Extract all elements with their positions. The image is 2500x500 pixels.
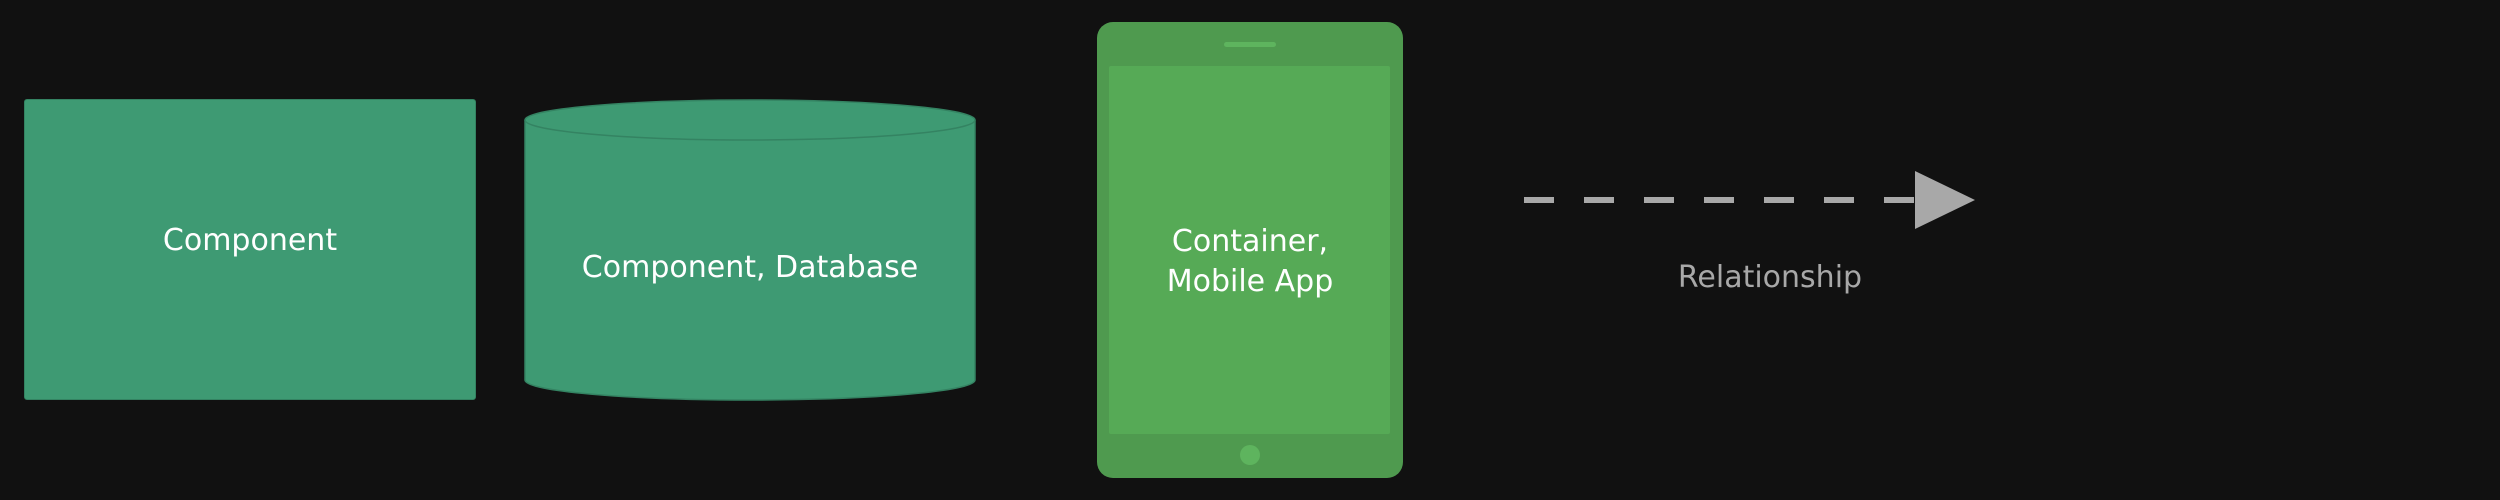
relationship-label: Relationship xyxy=(1677,260,1863,295)
mobile-app-shape[interactable]: Container, Mobile App xyxy=(1097,22,1403,478)
mobile-app-label: Container, Mobile App xyxy=(1097,222,1403,302)
database-shape[interactable]: Component, Database xyxy=(524,98,976,402)
component-shape[interactable]: Component xyxy=(24,99,476,400)
relationship-arrow[interactable]: Relationship xyxy=(1520,165,1980,305)
cylinder-icon xyxy=(524,99,976,401)
database-label: Component, Database xyxy=(581,250,919,285)
screen xyxy=(1109,66,1390,434)
dashed-arrow-icon xyxy=(1524,171,1975,229)
home-button-icon xyxy=(1240,445,1260,465)
mobile-app-label-line1: Container, xyxy=(1171,224,1329,259)
speaker-icon xyxy=(1224,42,1276,47)
mobile-app-label-line2: Mobile App xyxy=(1166,264,1334,299)
component-label: Component xyxy=(162,223,338,258)
